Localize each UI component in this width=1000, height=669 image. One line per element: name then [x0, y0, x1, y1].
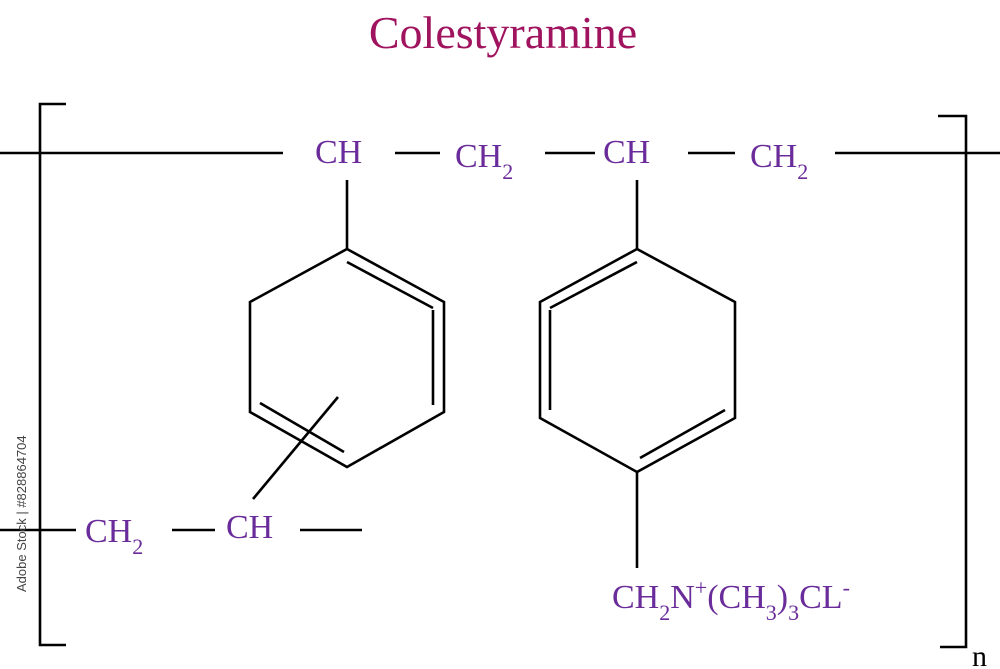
- benzene-ring-right: [538, 180, 737, 568]
- left-bracket: [38, 102, 66, 647]
- bond-crosslink: [252, 396, 339, 500]
- atom-ch2-2: CH2: [750, 138, 808, 184]
- atom-ch-1: CH: [315, 134, 362, 171]
- stock-id-text: Adobe Stock | #828864704: [14, 435, 29, 592]
- benzene-ring-left: [248, 180, 446, 469]
- diagram-title: Colestyramine: [369, 7, 637, 58]
- atom-quaternary-ammonium: CH2N+(CH3)3CL-: [612, 575, 850, 625]
- atom-ch2-1: CH2: [455, 138, 513, 184]
- atom-ch-lower: CH: [226, 509, 273, 546]
- atom-ch2-lower: CH2: [85, 513, 143, 559]
- atom-ch-2: CH: [603, 134, 650, 171]
- repeat-n-label: n: [972, 640, 987, 669]
- right-bracket: [938, 114, 968, 649]
